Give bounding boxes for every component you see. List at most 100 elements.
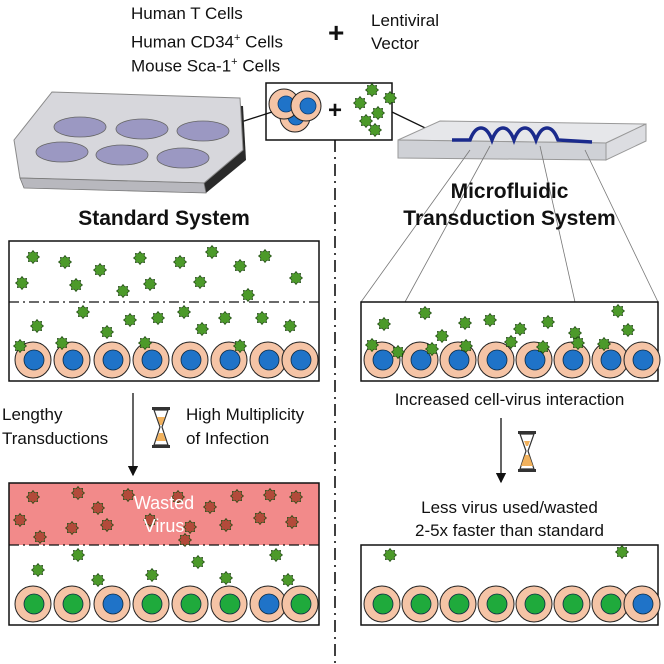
- cell-icon: [591, 585, 629, 623]
- virus-icon: [70, 547, 86, 563]
- virus-icon: [190, 554, 206, 570]
- well-plate-icon: [13, 91, 246, 194]
- virus-icon: [596, 336, 612, 352]
- cell-icon: [53, 585, 91, 623]
- result-label-line2: 2-5x faster than standard: [414, 521, 604, 540]
- virus-icon: [535, 339, 551, 355]
- cell-type-sca1: Mouse Sca-1+ Cells: [131, 52, 280, 77]
- virus-icon: [182, 519, 198, 535]
- cell-icon: [363, 341, 401, 379]
- virus-icon: [232, 258, 248, 274]
- microfluidic-title-line1: Microfluidic: [450, 180, 569, 203]
- virus-icon: [257, 248, 273, 264]
- cell-type-t-cells: Human T Cells: [131, 4, 243, 24]
- zoom-lines: [360, 145, 659, 303]
- superscript-plus: +: [234, 32, 241, 44]
- result-label-line1: Less virus used/wasted: [421, 498, 598, 517]
- microfluidic-chip-icon: [397, 120, 647, 161]
- interaction-label: Increased cell-virus interaction: [394, 390, 625, 409]
- virus-icon: [280, 572, 296, 588]
- cell-icon: [281, 341, 319, 379]
- virus-icon: [29, 318, 45, 334]
- virus-icon: [172, 254, 188, 270]
- virus-icon: [64, 520, 80, 536]
- virus-icon: [217, 310, 233, 326]
- lengthy-label-line2: Transductions: [2, 429, 109, 448]
- virus-icon: [512, 321, 528, 337]
- virus-layer: [12, 82, 636, 588]
- lengthy-label-line1: Lengthy: [2, 405, 63, 424]
- virus-icon: [614, 544, 630, 560]
- virus-icon: [142, 512, 158, 528]
- virus-icon: [176, 304, 192, 320]
- virus-icon: [177, 532, 193, 548]
- virus-icon: [70, 485, 86, 501]
- cell-icon: [477, 341, 515, 379]
- cell-icon: [249, 585, 287, 623]
- virus-icon: [229, 488, 245, 504]
- mix-plus: +: [328, 97, 343, 124]
- virus-icon: [68, 277, 84, 293]
- cell-icon: [281, 585, 319, 623]
- cell-icon: [623, 585, 661, 623]
- virus-icon: [218, 517, 234, 533]
- virus-icon: [382, 547, 398, 563]
- cell-icon: [439, 585, 477, 623]
- virus-icon: [620, 322, 636, 338]
- virus-icon: [90, 572, 106, 588]
- cell-icon: [132, 341, 170, 379]
- virus-icon: [12, 512, 28, 528]
- cell-type-cd34: Human CD34+ Cells: [131, 28, 283, 53]
- mix-cells: [268, 88, 322, 133]
- virus-icon: [194, 321, 210, 337]
- cell-icon: [477, 585, 515, 623]
- virus-icon: [570, 335, 586, 351]
- virus-icon: [57, 254, 73, 270]
- cell-icon: [210, 341, 248, 379]
- cell-type-label: Mouse Sca-1: [131, 56, 232, 76]
- wasted-virus-line1: Wasted: [133, 493, 195, 513]
- virus-icon: [202, 499, 218, 515]
- cell-icon: [53, 341, 91, 379]
- virus-icon: [567, 325, 583, 341]
- virus-icon: [75, 304, 91, 320]
- cell-icon: [553, 341, 591, 379]
- virus-icon: [376, 316, 392, 332]
- virus-icon: [268, 547, 284, 563]
- cell-icon: [171, 585, 209, 623]
- virus-icon: [503, 334, 519, 350]
- virus-icon: [14, 275, 30, 291]
- moi-label-line2: of Infection: [186, 429, 270, 448]
- virus-icon: [382, 90, 398, 106]
- virus-icon: [122, 312, 138, 328]
- virus-icon: [25, 249, 41, 265]
- cell-icon: [249, 341, 287, 379]
- cell-icon: [14, 341, 52, 379]
- virus-icon: [252, 510, 268, 526]
- vector-label-line2: Vector: [371, 34, 420, 53]
- cell-icon: [132, 585, 170, 623]
- virus-icon: [358, 113, 374, 129]
- cell-icon: [623, 341, 661, 379]
- cell-type-label: Human CD34: [131, 32, 234, 52]
- virus-icon: [144, 567, 160, 583]
- virus-icon: [30, 562, 46, 578]
- virus-icon: [204, 244, 220, 260]
- virus-icon: [370, 105, 386, 121]
- virus-icon: [137, 335, 153, 351]
- cell-type-label: Human T Cells: [131, 4, 243, 23]
- virus-icon: [610, 303, 626, 319]
- superscript-plus: +: [231, 56, 238, 68]
- virus-icon: [25, 489, 41, 505]
- cell-icon: [93, 585, 131, 623]
- virus-icon: [115, 283, 131, 299]
- virus-icon: [254, 310, 270, 326]
- standard-bottom-box: [8, 482, 320, 626]
- virus-icon: [170, 489, 186, 505]
- cell-type-label: Cells: [245, 32, 283, 52]
- virus-icon: [434, 328, 450, 344]
- virus-icon: [120, 487, 136, 503]
- moi-label-line1: High Multiplicity: [186, 405, 305, 424]
- cells-layer: [14, 341, 661, 623]
